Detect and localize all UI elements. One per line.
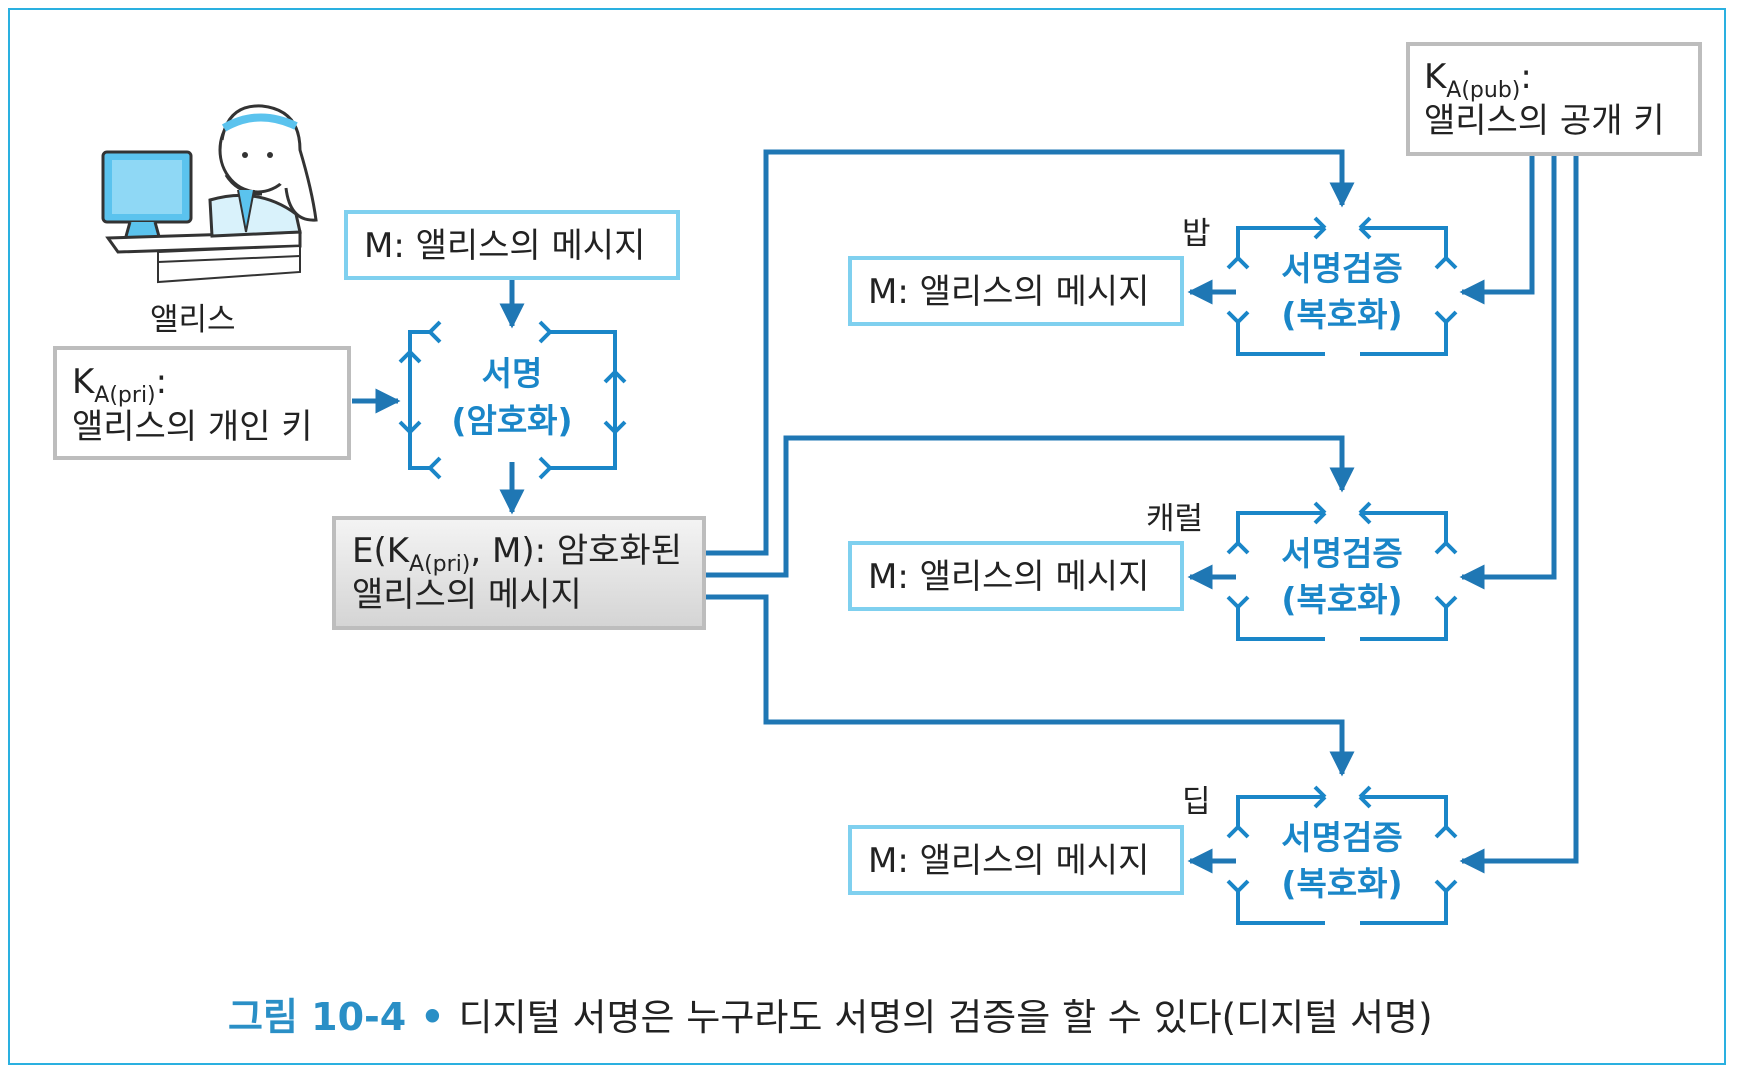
- sign-box-subtitle: (암호화): [451, 401, 572, 440]
- verify-box-bob: [1226, 216, 1458, 356]
- figure-caption: 그림 10-4 • 디지털 서명은 누구라도 서명의 검증을 할 수 있다(디지털 …: [228, 995, 1433, 1039]
- verify-box-dip: [1226, 785, 1458, 925]
- figure-number: 그림 10-4: [228, 995, 406, 1039]
- alice-illustration: [101, 104, 318, 284]
- caption-text: 디지털 서명은 누구라도 서명의 검증을 할 수 있다(디지털 서명): [459, 996, 1433, 1039]
- message-box-text: M: 앨리스의 메시지: [364, 226, 645, 266]
- receiver-label-bob: 밥: [1182, 216, 1211, 252]
- sign-box: [398, 320, 627, 480]
- encrypted-message-line1: E(KA(pri), M): 암호화된: [352, 531, 682, 577]
- message-box: [344, 210, 680, 280]
- public-key-box: [1406, 42, 1702, 156]
- caption-bullet: •: [420, 995, 444, 1039]
- private-key-desc: 앨리스의 개인 키: [72, 407, 313, 447]
- sign-box-title: 서명: [482, 354, 543, 393]
- output-message-text-dip: M: 앨리스의 메시지: [868, 841, 1149, 881]
- sign-flow-arrows: [352, 280, 525, 515]
- verify-subtitle-dip: (복호화): [1281, 864, 1402, 903]
- output-message-text-carol: M: 앨리스의 메시지: [868, 557, 1149, 597]
- receiver-label-dip: 딥: [1182, 784, 1211, 820]
- encrypted-message-box: [332, 516, 706, 630]
- output-message-box-bob: [848, 256, 1184, 326]
- verify-subtitle-bob: (복호화): [1281, 295, 1402, 334]
- public-key-lines: [1459, 156, 1579, 874]
- public-key-desc: 앨리스의 공개 키: [1424, 101, 1665, 141]
- encrypted-message-line2: 앨리스의 메시지: [352, 575, 582, 615]
- public-key-label: KA(pub):: [1424, 57, 1532, 103]
- verify-title-carol: 서명검증: [1281, 534, 1402, 573]
- alice-label: 앨리스: [150, 302, 236, 338]
- private-key-box: [53, 346, 351, 460]
- verify-title-bob: 서명검증: [1281, 249, 1402, 288]
- receiver-label-carol: 캐럴: [1146, 501, 1203, 537]
- figure-frame: [8, 8, 1726, 1065]
- verify-title-dip: 서명검증: [1281, 818, 1402, 857]
- output-message-box-carol: [848, 541, 1184, 611]
- output-message-text-bob: M: 앨리스의 메시지: [868, 272, 1149, 312]
- output-message-box-dip: [848, 825, 1184, 895]
- verify-box-carol: [1226, 501, 1458, 641]
- distribution-lines: [706, 149, 1355, 777]
- private-key-label: KA(pri):: [72, 362, 167, 408]
- verify-subtitle-carol: (복호화): [1281, 580, 1402, 619]
